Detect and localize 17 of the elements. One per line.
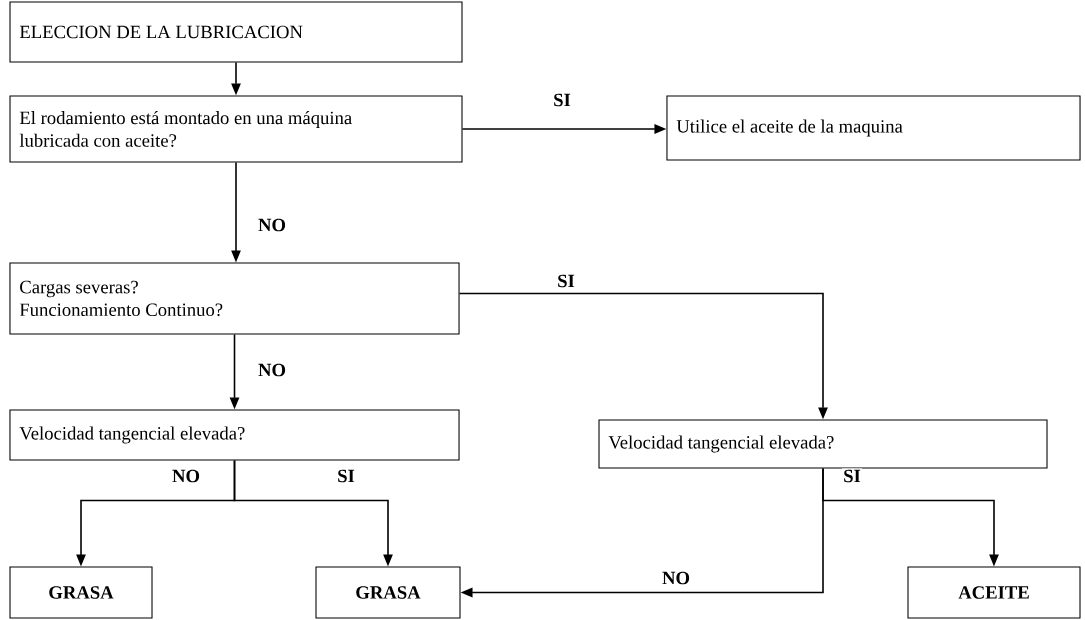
edge-label: SI <box>841 468 863 484</box>
edge-label: NO <box>170 468 202 484</box>
process-box: Velocidad tangencial elevada? <box>9 409 460 461</box>
process-box: El rodamiento está montado en una máquina lubricada con aceite? <box>9 95 463 163</box>
edge-label: SI <box>335 468 357 484</box>
edge-label: NO <box>256 217 288 233</box>
process-box: Cargas severas? Funcionamiento Continuo? <box>9 262 460 335</box>
process-box: ELECCION DE LA LUBRICACION <box>9 1 463 63</box>
process-box: Utilice el aceite de la maquina <box>666 95 1081 161</box>
edge-label: SI <box>555 273 577 289</box>
edge-label: NO <box>660 570 692 586</box>
process-box: ACEITE <box>907 566 1081 619</box>
edge-label: NO <box>256 362 288 378</box>
process-box: GRASA <box>9 566 153 619</box>
process-box: GRASA <box>315 566 461 619</box>
edge-label: SI <box>551 92 573 108</box>
process-box: Velocidad tangencial elevada? <box>598 419 1048 469</box>
